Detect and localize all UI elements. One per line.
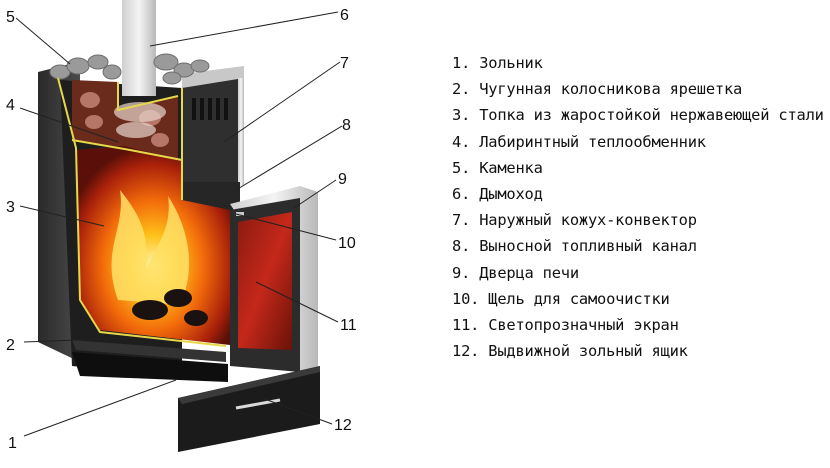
legend-item: 11. Светопрозначный экран [452, 316, 679, 335]
ash-pit [72, 352, 228, 382]
callout-5: 5 [6, 9, 15, 26]
callout-2: 2 [6, 337, 15, 354]
firewood [132, 289, 208, 326]
legend-item: 6. Дымоход [452, 185, 543, 204]
legend-item: 8. Выносной топливный канал [452, 237, 697, 256]
legend-item: 10. Щель для самоочистки [452, 289, 670, 308]
callout-labels: 1 2 3 4 5 6 7 8 9 10 11 12 [6, 7, 357, 452]
callout-11: 11 [340, 317, 357, 334]
callout-10: 10 [338, 235, 356, 252]
legend-item: 9. Дверца печи [452, 263, 579, 282]
outer-convector-jacket [182, 74, 242, 186]
legend-item: 1. Зольник [452, 54, 543, 72]
legend-item: 3. Топка из жаростойкой нержавеющей стал… [452, 106, 824, 125]
cast-iron-grate [72, 340, 226, 362]
callout-9: 9 [338, 171, 347, 188]
legend-item: 2. Чугунная колосникова ярешетка [452, 80, 743, 99]
legend-item: 4. Лабиринтный теплообменник [452, 132, 706, 151]
legend-list: 1. Зольник 2. Чугунная колосникова яреше… [452, 50, 824, 364]
ash-drawer-handle [235, 398, 281, 410]
callout-4: 4 [6, 97, 15, 114]
callout-7: 7 [340, 55, 349, 72]
legend-item: 5. Каменка [452, 158, 543, 177]
callout-1: 1 [8, 435, 17, 452]
callout-3: 3 [6, 199, 15, 216]
callout-6: 6 [340, 7, 349, 24]
callout-12: 12 [334, 417, 352, 434]
chimney [122, 0, 156, 96]
translucent-screen [238, 212, 292, 350]
heater-stones [49, 53, 210, 85]
legend-item: 12. Выдвижной зольный ящик [452, 342, 688, 361]
fire-flames [111, 190, 190, 305]
firebox [76, 146, 230, 345]
legend-item: 7. Наружный кожух-конвектор [452, 211, 697, 230]
ash-drawer [178, 366, 320, 452]
callout-8: 8 [342, 117, 351, 134]
